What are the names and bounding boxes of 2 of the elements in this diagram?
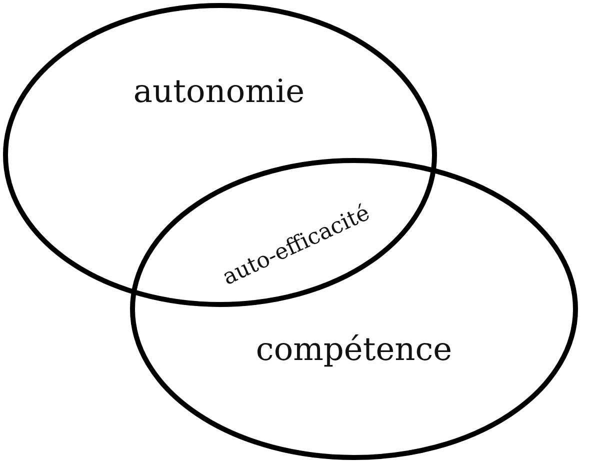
set-label: autonomie <box>133 75 305 107</box>
set-label: compétence <box>256 333 452 365</box>
